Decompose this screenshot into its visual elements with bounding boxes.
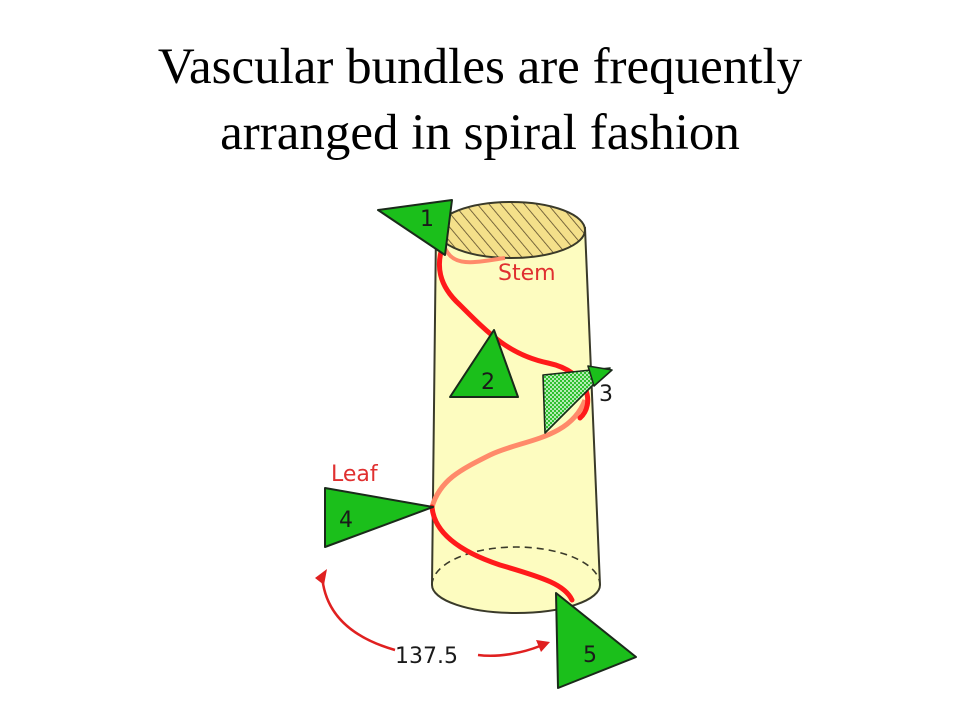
arrowhead-left-icon: [315, 569, 327, 585]
title-line-2: arranged in spiral fashion: [220, 105, 740, 161]
stem-body: [430, 226, 602, 614]
leaf-4-shape: [324, 487, 434, 548]
stem-base-hidden-edge: [431, 546, 601, 586]
divergence-angle-label: 137.5: [395, 644, 458, 669]
leaf-1-number: 1: [420, 207, 434, 232]
leaf-3-number: 3: [599, 382, 613, 407]
leaf-2-shape: [449, 329, 519, 398]
divergence-angle-arc: [320, 574, 396, 652]
divergence-angle-arc-right: [477, 644, 541, 658]
spiral-front-lower: [429, 504, 575, 603]
leaf-1-shape: [377, 199, 453, 256]
leaf-5-number: 5: [583, 643, 597, 668]
leaf-3-visible-tip: [587, 365, 613, 387]
stem-cross-section: [436, 201, 586, 259]
leaf-2-number: 2: [481, 370, 495, 395]
leaf-label: Leaf: [331, 462, 379, 487]
title-line-1: Vascular bundles are frequently: [157, 39, 803, 95]
leaf-4-number: 4: [339, 508, 353, 533]
arrowhead-right-icon: [536, 640, 550, 652]
spiral-back-middle: [429, 399, 588, 508]
slide-title: Vascular bundles are frequently arranged…: [0, 34, 960, 166]
leaf-5-shape: [555, 592, 637, 689]
stem-label: Stem: [498, 261, 556, 286]
